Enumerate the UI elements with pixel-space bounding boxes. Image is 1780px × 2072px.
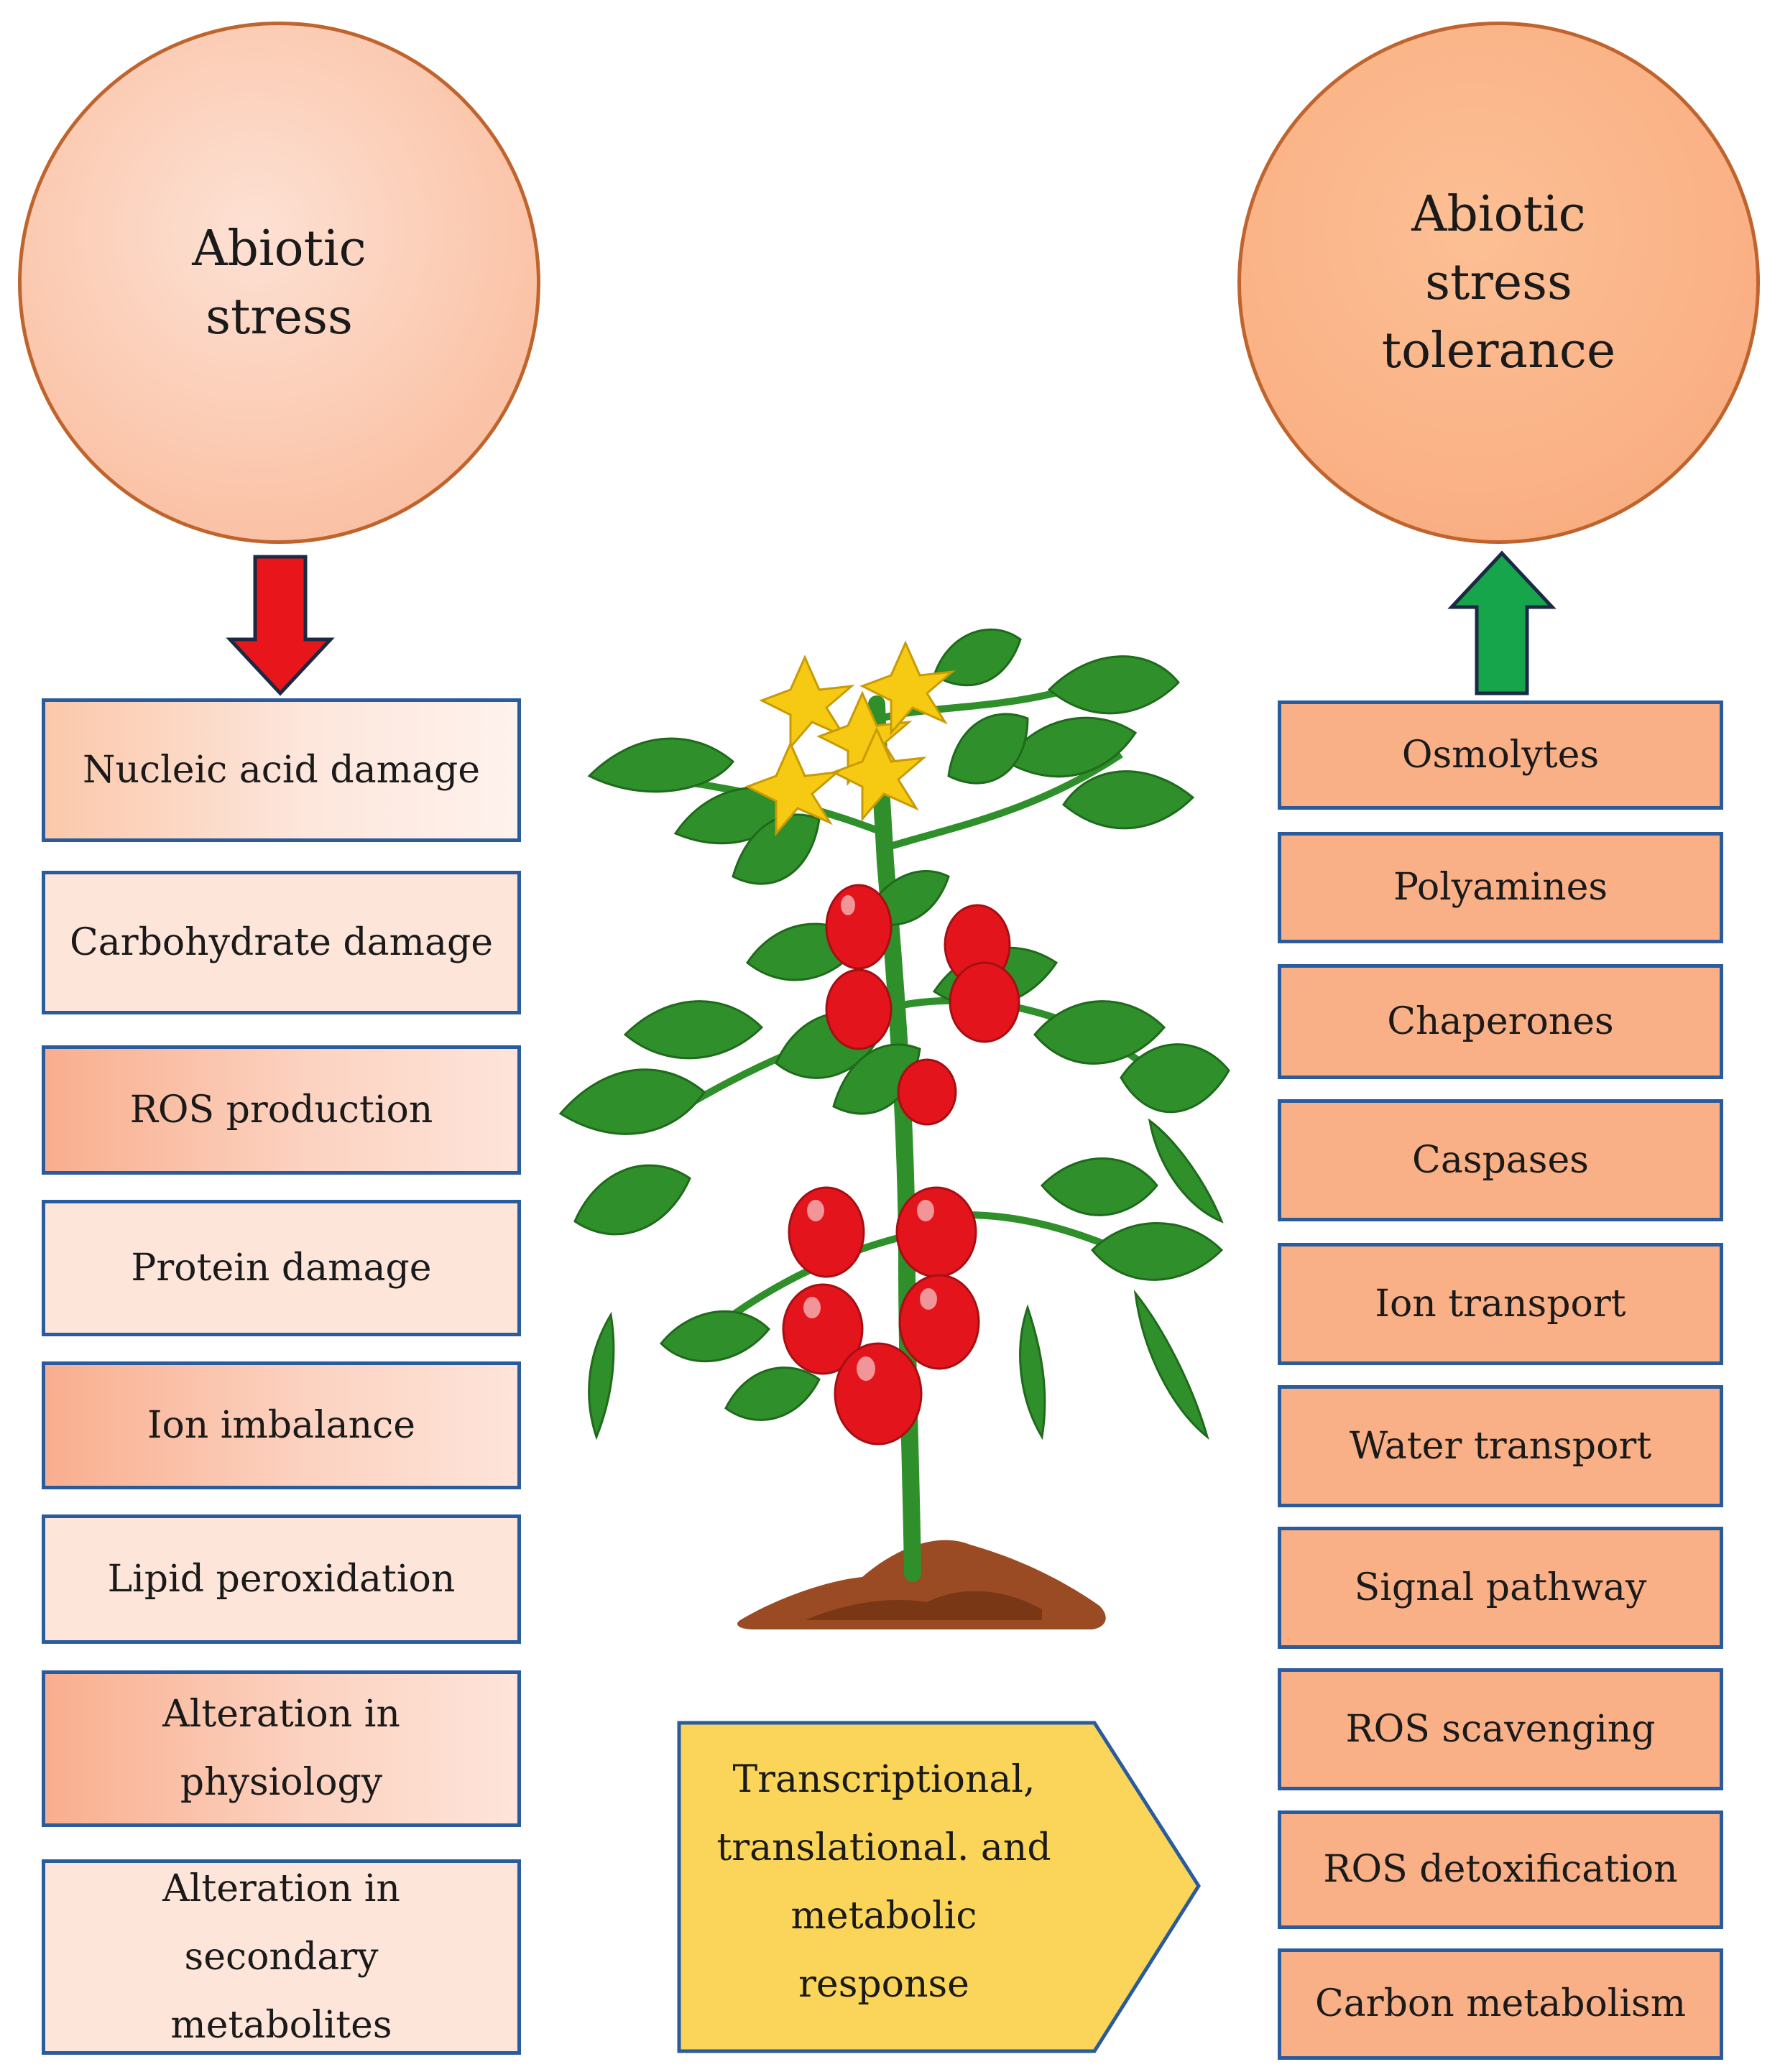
left-box-protein-damage: Protein damage <box>42 1200 521 1336</box>
left-box-label: Alteration in physiology <box>162 1693 400 1804</box>
right-box-label: Ion transport <box>1375 1282 1626 1326</box>
left-box-alteration-physiology: Alteration in physiology <box>42 1670 521 1827</box>
left-box-ros-production: ROS production <box>42 1045 521 1175</box>
right-box-polyamines: Polyamines <box>1278 832 1723 943</box>
right-box-ros-detoxification: ROS detoxification <box>1278 1810 1723 1929</box>
right-box-label: Signal pathway <box>1354 1565 1647 1609</box>
right-box-label: Polyamines <box>1393 866 1608 909</box>
response-pentagon <box>677 1721 1201 2053</box>
abiotic-stress-circle: Abiotic stress <box>18 22 540 544</box>
abiotic-stress-tolerance-circle: Abiotic stress tolerance <box>1237 22 1760 544</box>
abiotic-stress-label: Abiotic stress <box>192 220 366 346</box>
right-box-label: Caspases <box>1412 1138 1589 1182</box>
right-box-chaperones: Chaperones <box>1278 964 1723 1079</box>
left-box-nucleic-acid-damage: Nucleic acid damage <box>42 698 521 842</box>
right-box-ros-scavenging: ROS scavenging <box>1278 1668 1723 1790</box>
right-box-signal-pathway: Signal pathway <box>1278 1527 1723 1649</box>
up-arrow-icon <box>1447 550 1557 695</box>
right-box-carbon-metabolism: Carbon metabolism <box>1278 1948 1723 2060</box>
left-box-label: Ion imbalance <box>147 1403 416 1447</box>
response-label: Transcriptional, translational. and meta… <box>716 1758 1051 2006</box>
right-box-water-transport: Water transport <box>1278 1385 1723 1507</box>
left-box-label: Lipid peroxidation <box>107 1557 456 1601</box>
down-arrow-icon <box>226 555 335 696</box>
left-box-carbohydrate-damage: Carbohydrate damage <box>42 871 521 1014</box>
right-box-osmolytes: Osmolytes <box>1278 700 1723 810</box>
right-box-label: Osmolytes <box>1401 733 1600 777</box>
left-box-ion-imbalance: Ion imbalance <box>42 1361 521 1489</box>
right-box-label: Chaperones <box>1387 999 1614 1043</box>
right-box-label: ROS scavenging <box>1345 1707 1656 1751</box>
right-box-ion-transport: Ion transport <box>1278 1243 1723 1365</box>
tomato-plant-illustration <box>558 628 1230 1629</box>
right-box-label: Water transport <box>1349 1424 1652 1468</box>
left-box-label: Carbohydrate damage <box>69 920 494 964</box>
left-box-alteration-secondary-metabolites: Alteration in secondary metabolites <box>42 1859 521 2055</box>
right-box-label: Carbon metabolism <box>1314 1982 1687 2025</box>
left-box-label: ROS production <box>129 1088 433 1132</box>
left-box-lipid-peroxidation: Lipid peroxidation <box>42 1514 521 1644</box>
left-box-label: Alteration in secondary metabolites <box>162 1867 400 2047</box>
abiotic-stress-tolerance-label: Abiotic stress tolerance <box>1381 186 1616 379</box>
right-box-caspases: Caspases <box>1278 1099 1723 1221</box>
right-box-label: ROS detoxification <box>1323 1848 1678 1891</box>
left-box-label: Protein damage <box>131 1246 432 1290</box>
left-box-label: Nucleic acid damage <box>82 748 481 792</box>
